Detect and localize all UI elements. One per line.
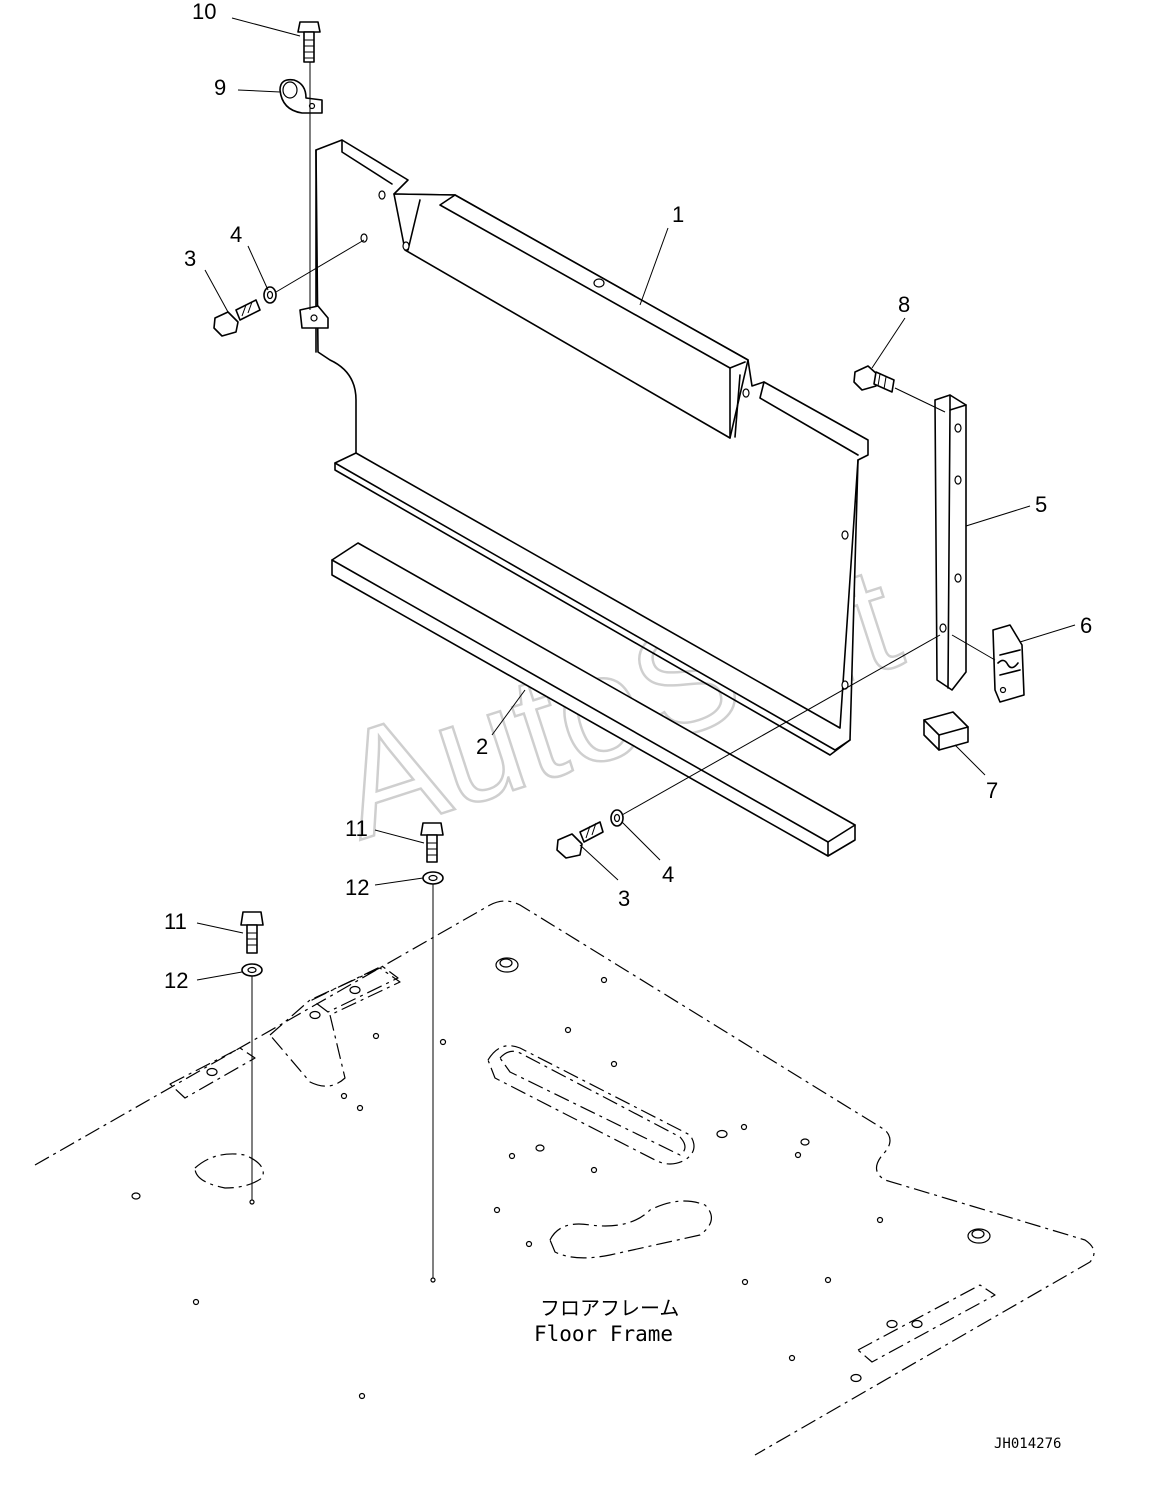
callout-1: 1 (672, 202, 684, 227)
floor-frame-label-en: Floor Frame (534, 1322, 673, 1346)
part-3-bolt-lower (556, 821, 604, 859)
part-11-bolt-left (240, 911, 264, 954)
callout-10: 10 (192, 0, 216, 24)
callout-3: 3 (618, 886, 630, 911)
callout-8: 8 (898, 292, 910, 317)
part-12-washer-center (422, 871, 444, 885)
callout-12: 12 (345, 875, 369, 900)
callout-11: 11 (164, 909, 187, 934)
drawing-id: JH014276 (994, 1436, 1061, 1452)
callout-6: 6 (1080, 613, 1092, 638)
part-4-washer-lower (610, 809, 624, 827)
part-7-block (923, 711, 969, 751)
part-3-bolt-upper (213, 299, 261, 337)
panel-clip-bracket (299, 305, 329, 329)
callout-4: 4 (662, 862, 674, 887)
callout-3: 3 (184, 246, 196, 271)
part-12-washer-left (241, 963, 263, 977)
part-9-clamp (279, 78, 323, 114)
floor-frame (34, 900, 1095, 1456)
part-2-seal-strip (331, 542, 856, 857)
part-11-bolt-center (420, 822, 444, 863)
callout-5: 5 (1035, 492, 1047, 517)
part-5-side-bracket (934, 394, 967, 691)
floor-frame-label-jp: フロアフレーム (540, 1296, 679, 1320)
callout-11: 11 (345, 816, 368, 841)
part-1-cover-panel (315, 139, 869, 756)
part-6-clip (992, 624, 1025, 703)
part-10-bolt (297, 21, 321, 63)
callout-9: 9 (214, 75, 226, 100)
callout-2: 2 (476, 734, 488, 759)
callout-12: 12 (164, 968, 188, 993)
part-8-bolt (853, 365, 895, 393)
callout-4: 4 (230, 222, 242, 247)
assembly-lines (196, 17, 1076, 1283)
callout-7: 7 (986, 778, 998, 803)
part-4-washer-upper (263, 286, 277, 304)
